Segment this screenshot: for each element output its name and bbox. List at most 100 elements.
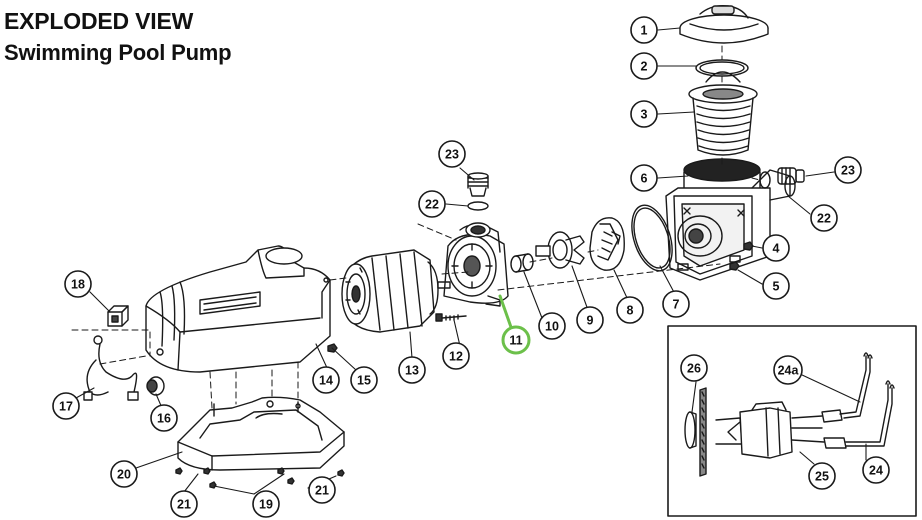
callout-19: 19 (252, 490, 280, 518)
callout-15: 15 (350, 366, 378, 394)
callout-21: 21 (308, 476, 336, 504)
callout-number: 21 (315, 484, 329, 498)
part-motor (341, 249, 451, 333)
callout-26: 26 (680, 354, 708, 382)
callout-number: 23 (841, 164, 855, 178)
callout-number: 22 (425, 198, 439, 212)
callout-number: 22 (817, 212, 831, 226)
callout-number: 3 (641, 108, 648, 122)
callout-circle (630, 16, 658, 44)
callout-number: 14 (319, 374, 333, 388)
callout-circle (630, 164, 658, 192)
callout-20: 20 (110, 460, 138, 488)
callout-circle (312, 366, 340, 394)
callout-circle (308, 476, 336, 504)
callout-number: 26 (687, 362, 701, 376)
callout-25: 25 (808, 462, 836, 490)
callout-circle (680, 354, 708, 382)
callout-circle (501, 325, 531, 355)
part-impeller (535, 231, 585, 269)
callout-number: 7 (673, 298, 680, 312)
callout-number: 6 (641, 172, 648, 186)
callout-number: 17 (59, 400, 73, 414)
callout-14: 14 (312, 366, 340, 394)
callout-6: 6 (630, 164, 658, 192)
callout-number: 2 (641, 60, 648, 74)
callout-circle (350, 366, 378, 394)
inset-switch-detail-box (667, 325, 917, 517)
callout-17: 17 (52, 392, 80, 420)
callout-number: 4 (773, 242, 780, 256)
callout-circle (616, 296, 644, 324)
callout-number: 25 (815, 470, 829, 484)
part-diffuser (589, 217, 625, 271)
callout-circle (150, 404, 178, 432)
callout-circle (762, 272, 790, 300)
callout-8: 8 (616, 296, 644, 324)
callout-number: 12 (449, 350, 463, 364)
callout-circle (438, 140, 466, 168)
callout-11: 11 (501, 325, 531, 355)
callout-circle (538, 312, 566, 340)
part-switch-18 (107, 305, 129, 327)
part-drain-plug-top (467, 172, 489, 211)
callout-22: 22 (810, 204, 838, 232)
callout-number: 8 (627, 304, 634, 318)
callout-circle (170, 490, 198, 518)
callout-number: 10 (545, 320, 559, 334)
callout-23: 23 (438, 140, 466, 168)
callout-circle (52, 392, 80, 420)
callout-13: 13 (398, 356, 426, 384)
callout-number: 5 (773, 280, 780, 294)
callout-circle (662, 290, 690, 318)
callout-2: 2 (630, 52, 658, 80)
part-motor-cover (145, 245, 331, 373)
callout-number: 1 (641, 24, 648, 38)
callout-circle (64, 270, 92, 298)
callout-number: 11 (509, 334, 522, 348)
part-screw-12 (435, 313, 467, 322)
callout-circle (630, 52, 658, 80)
callout-number: 23 (445, 148, 459, 162)
part-shaft-seal (510, 253, 534, 273)
part-power-cord (83, 335, 139, 401)
callout-24: 24 (862, 456, 890, 484)
callout-24a: 24a (773, 355, 803, 385)
part-switch-assembly (684, 352, 895, 477)
callout-circle (576, 306, 604, 334)
callout-circle (252, 490, 280, 518)
callout-16: 16 (150, 404, 178, 432)
diagram-title: EXPLODED VIEW (4, 8, 194, 34)
callout-circle (762, 234, 790, 262)
callout-number: 16 (157, 412, 171, 426)
callout-circle (442, 342, 470, 370)
callout-circle (630, 100, 658, 128)
callout-3: 3 (630, 100, 658, 128)
callout-circle (398, 356, 426, 384)
callout-circle (862, 456, 890, 484)
part-timer-knob (146, 376, 165, 396)
callout-number: 15 (357, 374, 371, 388)
highlight-leader-11 (498, 294, 514, 332)
callout-21: 21 (170, 490, 198, 518)
callout-22: 22 (418, 190, 446, 218)
callout-5: 5 (762, 272, 790, 300)
part-drain-plug-right (759, 167, 805, 189)
diagram-subtitle: Swimming Pool Pump (4, 40, 232, 65)
callout-7: 7 (662, 290, 690, 318)
callout-9: 9 (576, 306, 604, 334)
part-seal-plate (443, 222, 509, 307)
callout-number: 19 (259, 498, 273, 512)
callout-12: 12 (442, 342, 470, 370)
part-bolt-5 (729, 261, 740, 271)
callout-number: 21 (177, 498, 191, 512)
part-base (177, 396, 345, 471)
callout-circle (418, 190, 446, 218)
callout-number: 24 (869, 464, 883, 478)
callout-circle (110, 460, 138, 488)
callout-number: 9 (587, 314, 594, 328)
part-strainer-basket (688, 71, 758, 156)
callout-number: 24a (778, 364, 800, 378)
